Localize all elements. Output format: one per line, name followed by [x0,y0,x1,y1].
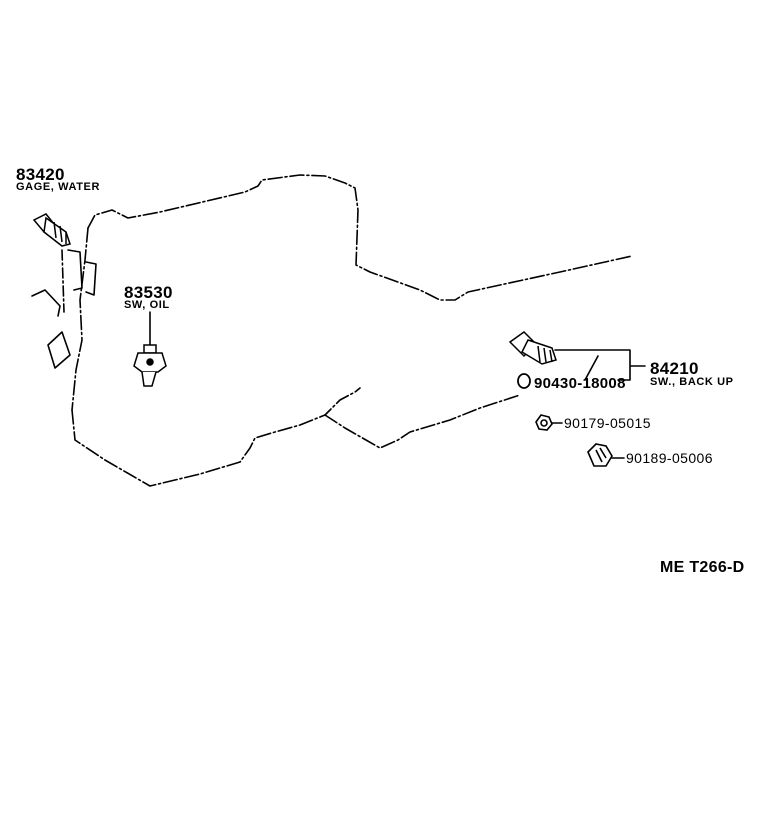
oil-switch-icon [133,344,167,387]
fan-bracket-2 [85,261,97,296]
gasket-ring-icon [517,373,531,389]
part-number-small-bolt: 90179-05015 [564,415,651,431]
small-bolt-icon [535,414,553,431]
leader-90430 [584,355,599,381]
part-number-plug: 90189-05006 [626,450,713,466]
diagram-code: ME T266-D [660,559,745,576]
part-name-oil-switch: SW, OIL [124,299,170,311]
fan-blade-upper [31,289,61,317]
leader-84210 [554,349,646,381]
water-gage-sensor-icon [32,213,71,247]
engine-lower-outline [71,387,361,487]
fan-blade-lower [47,331,71,369]
part-number-water-gage: 83420 [16,165,65,184]
part-name-back-up-switch: SW., BACK UP [650,376,734,388]
fan-blade-mid [61,249,65,313]
plug-icon [587,443,613,467]
engine-outline [87,174,633,301]
part-number-gasket: 90430-18008 [534,375,626,392]
part-name-water-gage: GAGE, WATER [16,181,101,193]
transmission-lower-outline [324,394,521,449]
back-up-switch-icon [508,331,557,365]
fan-bracket [67,249,83,291]
engine-front-outline [71,227,89,411]
part-number-back-up-switch: 84210 [650,359,699,378]
part-number-oil-switch: 83530 [124,283,173,302]
